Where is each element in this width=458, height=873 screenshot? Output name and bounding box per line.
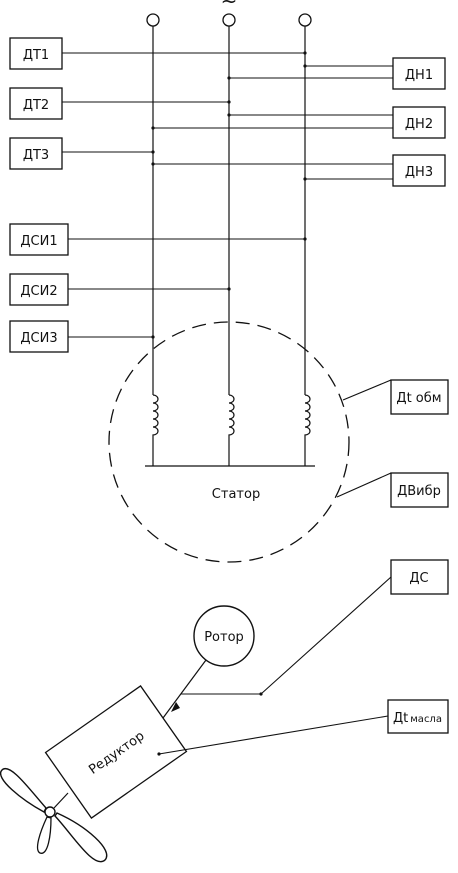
sensor-dsi2: ДСИ2 (9, 273, 231, 306)
shaft (162, 659, 207, 719)
stator-outline (108, 321, 350, 563)
sensor-ds: ДС (390, 559, 449, 595)
sensor-dn2: ДН2 (151, 106, 446, 139)
propeller-blade-3 (36, 816, 52, 854)
stator-coils (145, 394, 315, 467)
rotor-label: Ротор (204, 630, 244, 645)
sensor-dsi3: ДСИ3 (9, 320, 155, 353)
sensor-dn1: ДН1 (227, 57, 446, 90)
sensor-dvibr-label: ДВибр (397, 484, 441, 499)
sensor-dt-masla-sub: масла (410, 714, 442, 725)
sensor-dn2-label: ДН2 (405, 117, 433, 132)
reducer: Редуктор (44, 685, 188, 819)
sensor-dt-masla-main: Дt (393, 711, 408, 726)
coil-a (152, 394, 159, 466)
sensor-dt-obm-label: Дt обм (396, 391, 441, 406)
stator-label: Статор (212, 487, 260, 502)
sensor-dt2-label: ДТ2 (23, 98, 49, 113)
phase-terminal-b (222, 13, 236, 27)
sensor-dn3: ДН3 (151, 154, 446, 187)
sensor-ds-label: ДС (409, 571, 428, 586)
propeller-blade-1 (0, 767, 47, 813)
propeller-blade-2 (54, 812, 108, 863)
sensor-dt-obm: Дt обм (342, 379, 449, 415)
sensor-dn3-label: ДН3 (405, 165, 433, 180)
sensor-dt1: ДТ1 (9, 37, 307, 70)
sensor-dsi3-label: ДСИ3 (20, 331, 57, 346)
coil-b (228, 394, 235, 466)
dt-masla-wire (158, 715, 389, 755)
ac-symbol: ~ (221, 0, 238, 13)
phase-terminal-a (146, 13, 160, 27)
sensor-dt1-label: ДТ1 (23, 48, 49, 63)
sensor-dt2: ДТ2 (9, 87, 231, 120)
sensor-dvibr: ДВибр (336, 472, 449, 508)
rotor: Ротор (193, 605, 255, 667)
sensor-dsi1: ДСИ1 (9, 223, 307, 256)
shaft-arrow (171, 702, 180, 712)
sensor-dn1-label: ДН1 (405, 68, 433, 83)
sensor-dsi1-label: ДСИ1 (20, 234, 57, 249)
phase-terminals (146, 13, 312, 27)
propeller (0, 767, 108, 863)
phase-terminal-c (298, 13, 312, 27)
phase-wires (152, 26, 306, 395)
sensor-dt3-label: ДТ3 (23, 148, 49, 163)
sensor-dsi2-label: ДСИ2 (20, 284, 57, 299)
sensor-dt3: ДТ3 (9, 137, 155, 170)
coil-c (304, 394, 311, 466)
